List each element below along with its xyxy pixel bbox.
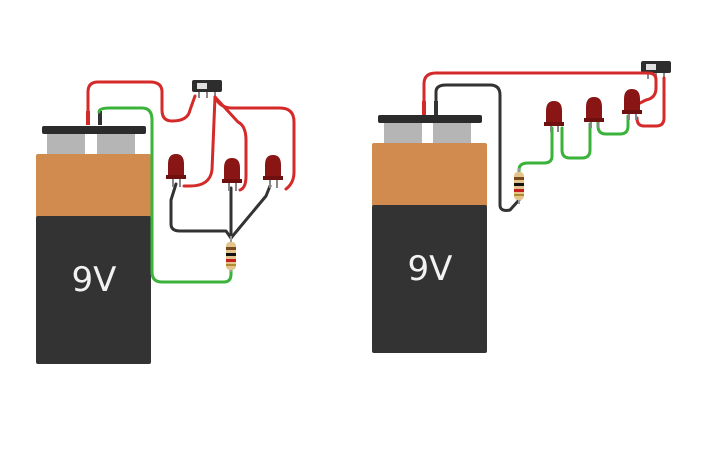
- switch-left-slider: [197, 83, 207, 89]
- battery-left-terminal-negative: [47, 134, 85, 156]
- battery-left-cap: [42, 126, 146, 134]
- led-right-2-dome: [586, 97, 602, 120]
- wire-right-red-battery-to-switch: [422, 71, 658, 106]
- resistor-right-band-2: [514, 183, 524, 186]
- led-left-3-leg-2: [276, 180, 278, 188]
- led-left-1-dome: [168, 154, 184, 177]
- led-right-2-leg-1: [590, 122, 592, 128]
- wire-left-green-return: [97, 106, 233, 284]
- resistor-right-band-3: [514, 189, 524, 192]
- led-left-2-leg-2: [235, 183, 237, 191]
- led-right-3-leg-2: [635, 114, 637, 120]
- led-right-3-leg-1: [628, 114, 630, 120]
- wire-left-red-led1: [182, 95, 217, 188]
- battery-right-label: 9V: [408, 249, 453, 289]
- resistor-left-band-4: [226, 264, 236, 266]
- led-right-1-dome: [546, 101, 562, 124]
- led-right-1-leg-2: [557, 126, 559, 132]
- battery-right-cap: [378, 115, 482, 123]
- led-right-1[interactable]: [544, 101, 564, 132]
- switch-left-pin-3: [214, 92, 216, 98]
- led-right-1-leg-1: [550, 126, 552, 132]
- battery-left[interactable]: 9V: [36, 126, 151, 364]
- resistor-left-band-2: [226, 253, 236, 256]
- wire-left-red-battery-to-switch: [86, 80, 197, 123]
- switch-left[interactable]: [192, 80, 222, 98]
- battery-left-label: 9V: [72, 260, 117, 300]
- battery-left-post-red: [86, 111, 90, 125]
- battery-left-terminal-positive: [97, 134, 135, 156]
- wire-right-green-led3-led2: [596, 114, 630, 136]
- battery-right-post-red: [422, 101, 426, 115]
- wire-right-red-switch-to-led3: [635, 76, 666, 128]
- battery-left-post-black: [98, 111, 102, 125]
- led-left-3-dome: [265, 155, 281, 178]
- led-left-1[interactable]: [166, 154, 186, 187]
- battery-right-body: [372, 205, 487, 353]
- wire-right-green-led1-resistor: [517, 126, 554, 176]
- battery-right-top-band: [372, 143, 487, 207]
- led-left-3-rim: [263, 176, 283, 180]
- resistor-right-band-4: [514, 194, 524, 196]
- led-left-1-rim: [166, 175, 186, 179]
- switch-right-pin-1: [647, 73, 649, 79]
- led-right-3-dome: [624, 89, 640, 112]
- led-right-1-rim: [544, 122, 564, 126]
- led-left-2-leg-1: [228, 183, 230, 191]
- switch-left-pin-2: [206, 92, 208, 98]
- battery-right-terminal-positive: [433, 123, 471, 145]
- resistor-right[interactable]: [514, 168, 524, 204]
- led-right-2-leg-2: [597, 122, 599, 128]
- switch-right-pin-3: [663, 73, 665, 79]
- led-left-3-leg-1: [269, 180, 271, 188]
- led-left-3[interactable]: [263, 155, 283, 188]
- switch-left-pin-1: [198, 92, 200, 98]
- battery-left-body: [36, 216, 151, 364]
- circuit-right: 9V: [372, 61, 671, 353]
- resistor-right-band-1: [514, 177, 524, 180]
- circuit-left: 9V: [36, 80, 296, 364]
- wire-left-red-led2: [213, 95, 248, 192]
- battery-right[interactable]: 9V: [372, 115, 487, 353]
- resistor-left-band-1: [226, 247, 236, 250]
- battery-left-top-band: [36, 154, 151, 218]
- led-right-3-rim: [622, 110, 642, 114]
- led-right-2[interactable]: [584, 97, 604, 128]
- led-left-1-leg-2: [179, 179, 181, 187]
- wire-right-black-return: [434, 83, 521, 212]
- resistor-left[interactable]: [226, 236, 236, 272]
- wire-left-black-led3: [229, 184, 272, 240]
- led-left-1-leg-1: [172, 179, 174, 187]
- switch-right-slider: [646, 64, 656, 70]
- led-right-2-rim: [584, 118, 604, 122]
- wire-right-green-led2-led1: [560, 122, 592, 160]
- wire-left-black-led1: [169, 182, 233, 240]
- battery-right-post-black: [434, 101, 438, 115]
- battery-right-terminal-negative: [384, 123, 422, 145]
- resistor-left-band-3: [226, 259, 236, 262]
- led-left-2-dome: [224, 158, 240, 181]
- led-right-3[interactable]: [622, 89, 642, 120]
- led-left-2-rim: [222, 179, 242, 183]
- led-left-2[interactable]: [222, 158, 242, 191]
